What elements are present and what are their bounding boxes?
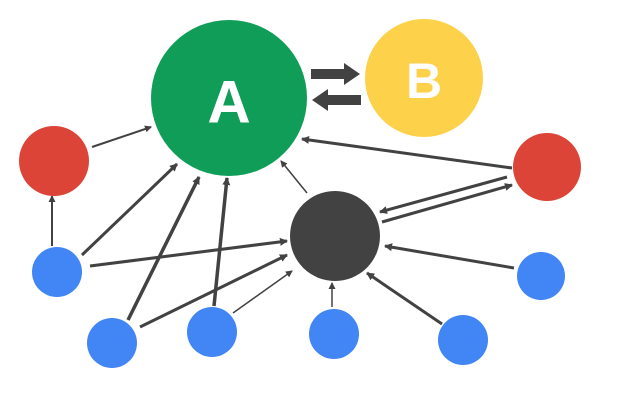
- node-blue-left: [32, 247, 82, 297]
- nodes: A B: [19, 19, 581, 368]
- node-a-label: A: [207, 69, 250, 136]
- edge-hub-to-red-right: [381, 183, 513, 224]
- node-b: [365, 19, 483, 137]
- edge-red-right-to-a: [301, 135, 513, 170]
- node-red-left: [19, 126, 89, 196]
- arrow-a-to-b: [311, 63, 360, 85]
- edge-hub-to-a: [280, 160, 308, 194]
- node-blue-bottom-center: [309, 309, 359, 359]
- edge-blue-left-to-hub: [89, 237, 288, 268]
- node-hub: [290, 191, 380, 281]
- node-blue-bottom-right: [438, 315, 488, 365]
- arrow-b-to-a: [312, 89, 361, 111]
- node-b-label: B: [406, 53, 442, 109]
- edge-blue-left-to-a: [80, 162, 179, 257]
- edge-blue-bottom-left-to-a: [126, 176, 201, 321]
- edges: [48, 125, 515, 329]
- edge-red-left-to-a: [91, 125, 152, 148]
- edge-blue-right-to-hub: [384, 243, 515, 270]
- node-blue-bottom-mid: [187, 307, 237, 357]
- edge-blue-bottom-mid-to-a: [212, 177, 231, 307]
- node-blue-right: [517, 252, 565, 300]
- edge-blue-bottom-right-to-hub: [366, 271, 443, 326]
- node-red-right: [513, 133, 581, 201]
- a-b-exchange-arrows: [311, 63, 361, 111]
- node-a: [151, 20, 307, 176]
- edge-blue-bottom-left-to-hub: [139, 253, 288, 329]
- edge-red-right-to-hub: [379, 175, 508, 214]
- edge-blue-bottom-mid-to-hub: [232, 270, 293, 314]
- node-blue-bottom-left: [87, 318, 137, 368]
